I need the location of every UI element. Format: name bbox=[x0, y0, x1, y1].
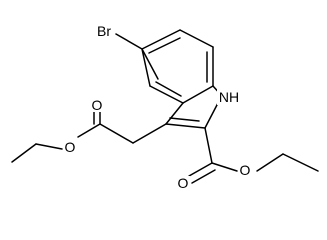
atom-nh: NH bbox=[219, 89, 239, 105]
bond-c2-c3 bbox=[165, 123, 206, 129]
bond-oether-ch2-right bbox=[256, 153, 284, 172]
atom-o-ether-right: O bbox=[240, 162, 251, 178]
bond-oether-ch2 bbox=[35, 143, 63, 150]
bond-ch2-ch3-left bbox=[11, 143, 37, 163]
bond-c4-cbr bbox=[141, 48, 151, 87]
bond-cester-o-double bbox=[188, 162, 213, 177]
bond-c3-c3a bbox=[165, 102, 184, 125]
bond-c5-br bbox=[115, 33, 143, 50]
bond-cester-o-double-2 bbox=[191, 169, 216, 184]
structure-diagram: Br NH O O O O bbox=[11, 22, 319, 191]
bond-c7a-c3a bbox=[182, 85, 214, 104]
bond-c4-c5 bbox=[141, 48, 159, 80]
atom-o-ether-left: O bbox=[65, 139, 76, 155]
atom-o-carbonyl-left: O bbox=[92, 97, 103, 113]
molecule-svg: Br NH O O O O bbox=[11, 22, 319, 191]
atom-br: Br bbox=[97, 23, 111, 39]
bond-c3a-c4 bbox=[149, 85, 184, 104]
bond-c6-c7 bbox=[179, 29, 214, 48]
bond-ch2-cco bbox=[99, 123, 134, 144]
bond-c2-c3-inner bbox=[169, 117, 200, 122]
bond-ch2-ch3-right bbox=[282, 153, 319, 172]
bond-c2-cester bbox=[204, 127, 213, 164]
bond-cester-oether bbox=[211, 162, 238, 172]
bond-n1-c2 bbox=[204, 102, 219, 129]
bond-cco-oether bbox=[77, 123, 101, 138]
bond-c3a-c4-inner bbox=[155, 81, 182, 97]
atom-o-carbonyl-right: O bbox=[178, 175, 189, 191]
bond-c5-c6 bbox=[141, 29, 181, 50]
bond-c5-c6-inner bbox=[148, 37, 181, 54]
bond-c3-ch2 bbox=[132, 123, 167, 144]
